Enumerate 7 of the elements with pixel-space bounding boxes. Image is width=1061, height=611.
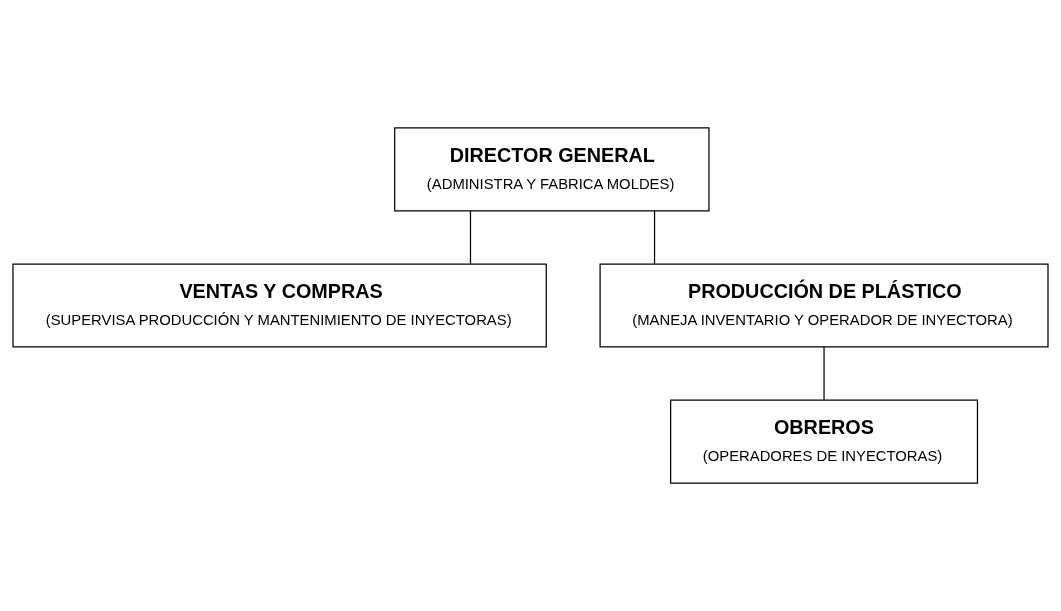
connector: [823, 346, 825, 401]
connector: [653, 210, 656, 265]
node-box: OBREROS (OPERADORES DE INYECTORAS): [670, 399, 979, 484]
node-box: PRODUCCIÓN DE PLÁSTICO (MANEJA INVENTARIO Y OPERADOR DE INYECTORA): [599, 263, 1049, 348]
node-box: DIRECTOR GENERAL (ADMINISTRA Y FABRICA MOLDES): [394, 127, 710, 212]
connector: [469, 210, 472, 265]
node-box: VENTAS Y COMPRAS (SUPERVISA PRODUCCIÓN Y MANTENIMIENTO DE INYECTORAS): [12, 263, 547, 348]
